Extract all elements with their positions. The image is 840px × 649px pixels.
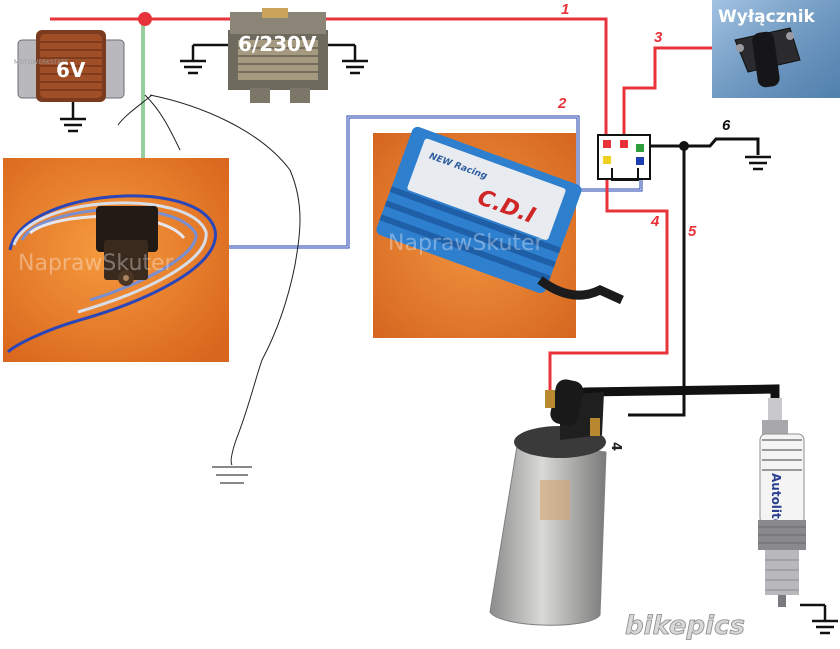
connector-pin-green — [636, 144, 644, 152]
blue-wire-2-inner — [228, 116, 642, 248]
cdi-unit: NEW Racing C.D.I NaprawSkuter — [373, 126, 624, 338]
wire-label-5: 5 — [688, 223, 697, 240]
connector-pin-yellow — [603, 156, 611, 164]
ignition-coil-label: 4 — [608, 442, 623, 451]
ground-symbol-cdi — [745, 155, 771, 171]
ignition-switch: Wyłącznik — [712, 0, 840, 98]
bikepics-watermark: bikepics — [625, 611, 745, 641]
wire-label-1: 1 — [561, 1, 569, 18]
generator-coil-watermark: MOTOWERKSTATT — [14, 59, 68, 66]
handdrawn-ground-line — [117, 94, 301, 466]
wires-layer — [50, 12, 780, 466]
ground-symbol-transformer-left — [180, 43, 235, 75]
cdi-connector — [597, 134, 651, 181]
ground-symbols — [60, 43, 838, 635]
red-wire-4 — [548, 160, 669, 393]
ht-lead — [580, 384, 780, 413]
wire-label-6: 6 — [722, 117, 731, 134]
cdi-watermark: NaprawSkuter — [388, 231, 545, 256]
spark-plug-brand: Autolite — [769, 473, 783, 527]
ground-symbol-plug — [800, 603, 838, 635]
wire-label-2: 2 — [557, 95, 567, 112]
ground-symbol-transformer-right — [325, 43, 368, 75]
junction-red — [138, 12, 152, 26]
black-wire-6 — [636, 137, 760, 155]
ground-symbol-handdrawn — [212, 466, 252, 484]
switch-label: Wyłącznik — [718, 7, 816, 27]
generator-coil-label: 6V — [56, 58, 86, 82]
wire-label-3: 3 — [654, 29, 663, 46]
connector-pin-red-2 — [620, 140, 628, 148]
red-wire-3 — [622, 46, 728, 138]
junction-black — [679, 141, 689, 151]
generator-coil: MOTOWERKSTATT 6V — [14, 30, 125, 102]
connector-pin-blue — [636, 157, 644, 165]
spark-plug: Autolite — [758, 398, 806, 607]
pickup-photo: NaprawSkuter — [3, 158, 229, 362]
connector-pin-red — [603, 140, 611, 148]
ignition-coil: 4 — [480, 379, 628, 640]
pickup-watermark: NaprawSkuter — [18, 251, 175, 276]
wire-labels: 1 2 3 4 5 6 — [557, 1, 731, 240]
ground-symbol-coil — [60, 102, 86, 133]
transformer: 6/230V — [228, 8, 328, 103]
transformer-label: 6/230V — [238, 32, 317, 56]
wire-label-4: 4 — [650, 213, 660, 230]
